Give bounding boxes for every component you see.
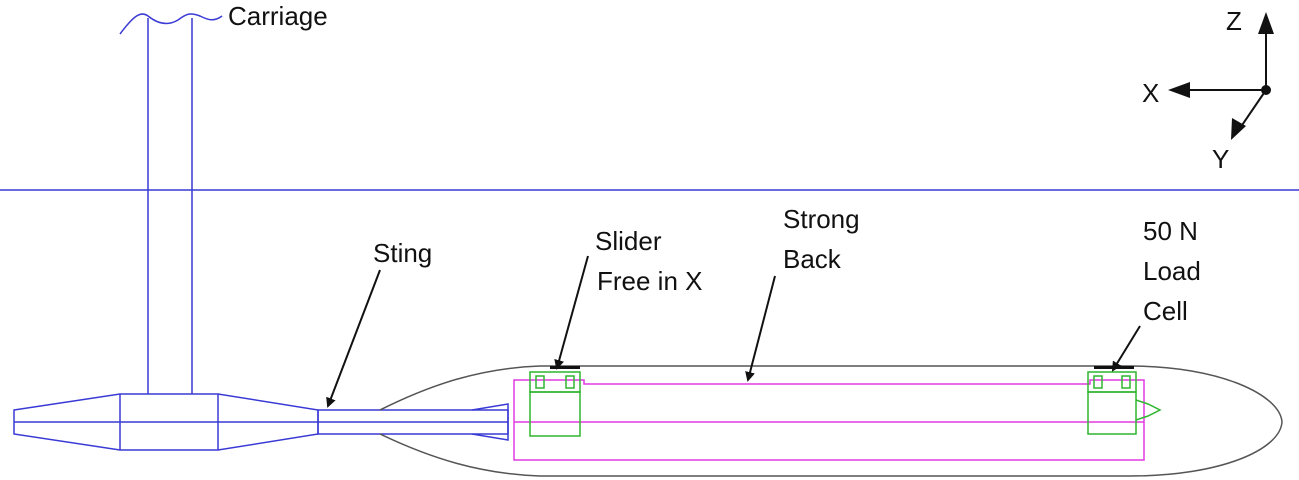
arrow-loadcell — [1111, 325, 1141, 372]
coordinate-axes: Z X Y — [1142, 6, 1274, 174]
label-loadcell-line3: Cell — [1143, 296, 1188, 326]
arrow-slider — [554, 255, 589, 370]
hull-outline — [379, 365, 1283, 477]
strong-back — [513, 379, 1145, 461]
arrow-strongback — [745, 275, 776, 382]
axis-label-y: Y — [1212, 144, 1229, 174]
label-loadcell-line2: Load — [1143, 256, 1201, 286]
arrow-sting — [326, 269, 381, 408]
x-arrowhead — [1168, 82, 1190, 98]
label-strongback-line2: Back — [783, 244, 842, 274]
axes-origin — [1261, 85, 1271, 95]
axis-label-z: Z — [1226, 6, 1242, 36]
label-sting: Sting — [373, 238, 432, 268]
carriage-strut — [119, 13, 223, 394]
label-slider-line1: Slider — [595, 226, 662, 256]
load-cell-assembly — [1087, 371, 1162, 435]
label-strongback-line1: Strong — [783, 204, 860, 234]
strut-pod — [13, 393, 319, 451]
label-carriage: Carriage — [228, 1, 328, 31]
z-arrowhead — [1258, 12, 1274, 34]
label-slider-line2: Free in X — [597, 266, 703, 296]
sting-rod — [317, 403, 509, 441]
leader-arrows — [326, 255, 1141, 408]
axis-label-x: X — [1142, 78, 1159, 108]
y-arrowhead — [1231, 118, 1246, 140]
label-loadcell-line1: 50 N — [1143, 216, 1198, 246]
slider-assembly — [529, 371, 581, 437]
